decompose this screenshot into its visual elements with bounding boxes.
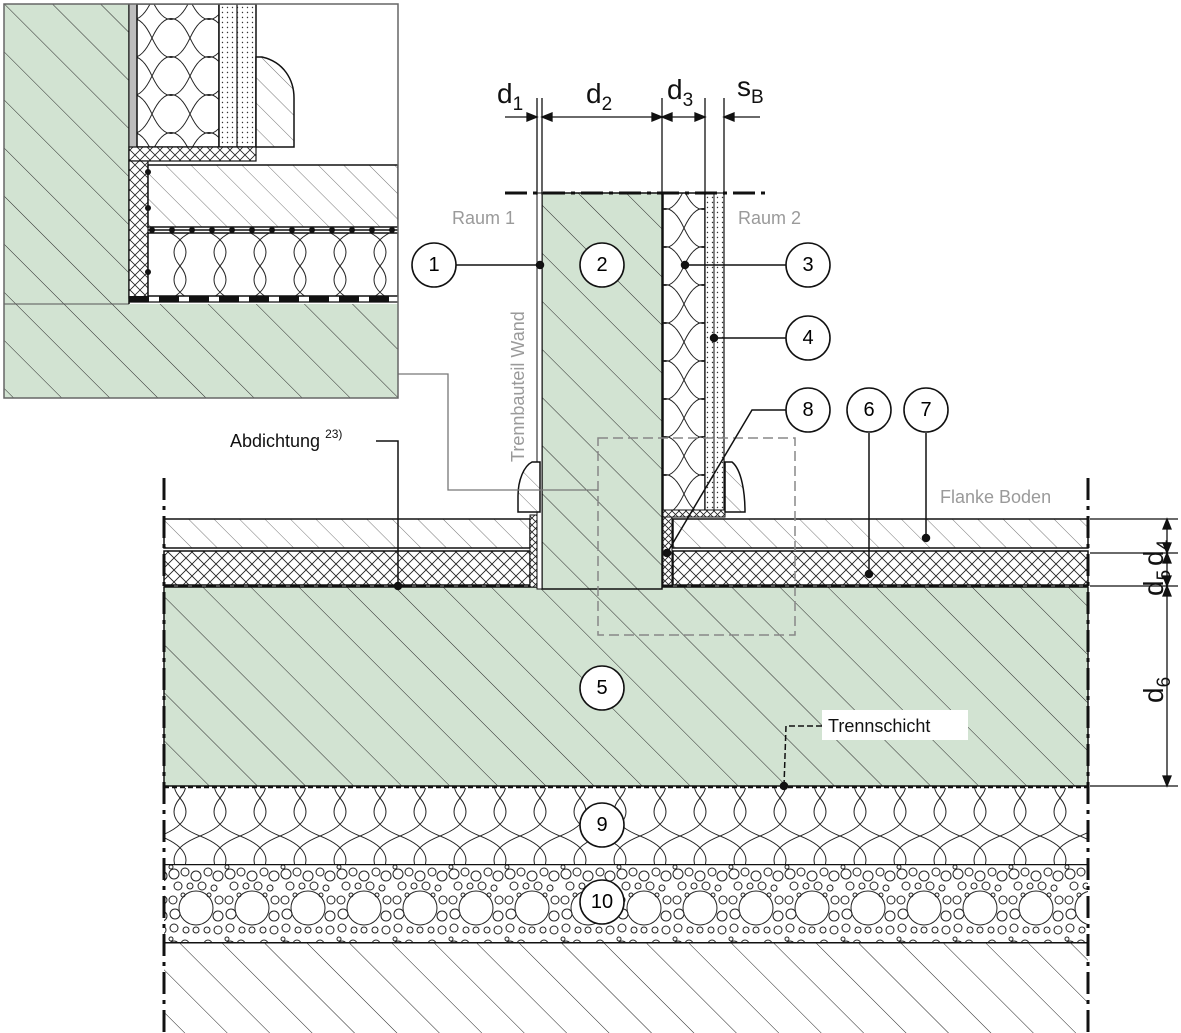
svg-text:10: 10: [591, 891, 613, 913]
trennschicht-label-bg: [822, 710, 968, 740]
dim-d2: d2: [586, 78, 612, 115]
svg-text:2: 2: [596, 254, 607, 276]
dim-d4: d4: [1138, 539, 1175, 566]
right-screed: [672, 518, 1089, 549]
dim-d1: d1: [497, 78, 523, 115]
callout-2: 2: [579, 242, 625, 288]
detail-inset: [3, 3, 399, 399]
wall-lining-insulation: [662, 192, 706, 514]
callout-7: 7: [903, 387, 949, 433]
detail-leader: [398, 373, 598, 491]
leader-lines: [376, 260, 931, 791]
callout-4: 4: [785, 315, 831, 361]
callout-8: 8: [785, 387, 831, 433]
soil: [164, 942, 1088, 1033]
svg-text:9: 9: [596, 814, 607, 836]
gravel-layer: [164, 864, 1088, 942]
dim-d3: d3: [667, 74, 693, 111]
dim-sB: sB: [737, 71, 764, 108]
inset-slab-concrete: [4, 304, 398, 398]
under-slab-insulation: [164, 788, 1088, 864]
inset-wall-concrete: [4, 4, 129, 304]
svg-text:7: 7: [920, 399, 931, 421]
callout-9: 9: [579, 802, 625, 848]
right-skirting: [724, 461, 746, 513]
callout-3: 3: [785, 242, 831, 288]
trennschicht-label: Trennschicht: [828, 716, 930, 736]
detail-frame: [597, 437, 796, 636]
left-impact-insulation: [163, 550, 531, 586]
callout-6: 6: [846, 387, 892, 433]
raum1-label: Raum 1: [452, 208, 515, 228]
flanke-label: Flanke Boden: [940, 487, 1051, 507]
svg-text:4: 4: [802, 327, 813, 349]
raum2-label: Raum 2: [738, 208, 801, 228]
callout-10: 10: [579, 879, 625, 925]
inset-screed: [147, 164, 398, 228]
left-edge-strip: [529, 514, 538, 588]
right-impact-insulation: [672, 550, 1089, 586]
left-skirting: [517, 461, 541, 513]
svg-text:6: 6: [863, 399, 874, 421]
top-dimension-chain: [505, 98, 760, 195]
break-lines: [162, 191, 1090, 1033]
dim-d5: d5: [1138, 570, 1175, 596]
dim-d6: d6: [1138, 677, 1175, 703]
svg-text:1: 1: [428, 254, 439, 276]
svg-text:8: 8: [802, 399, 813, 421]
inset-edge-strip: [128, 160, 149, 299]
left-screed: [163, 518, 531, 549]
right-dimension-chain: [1090, 517, 1178, 788]
trennbauteil-label: Trennbauteil Wand: [508, 311, 528, 462]
svg-text:5: 5: [596, 677, 607, 699]
callout-1: 1: [411, 242, 457, 288]
svg-text:3: 3: [802, 254, 813, 276]
inset-impact-insulation: [147, 232, 398, 297]
left-wall-plaster: [536, 192, 543, 590]
lining-base-strip: [662, 509, 726, 518]
floor-slab: [163, 586, 1089, 787]
inset-lining-insulation: [136, 4, 220, 148]
inset-skirting: [255, 56, 295, 148]
callout-5: 5: [579, 665, 625, 711]
